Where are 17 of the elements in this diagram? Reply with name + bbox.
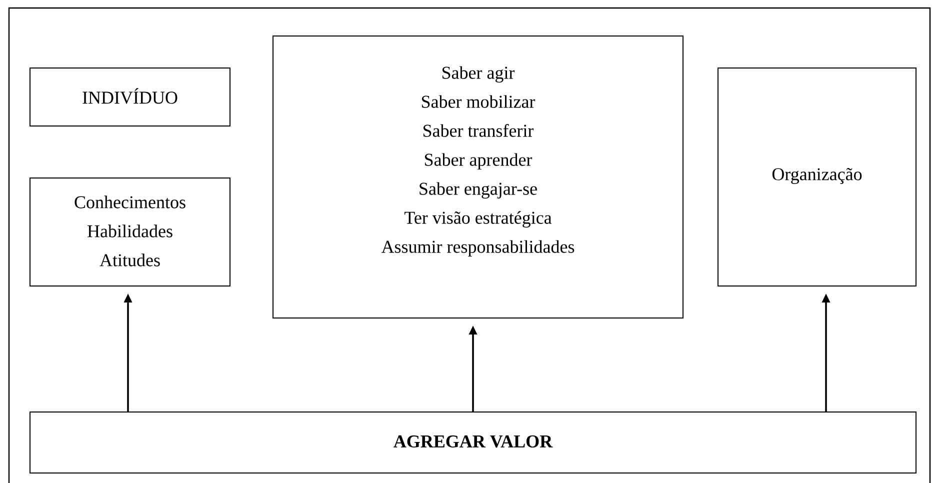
box-text: Saber agir Saber mobilizar Saber transferir Saber aprender Saber engajar-se Ter visão estratégica Assumir responsabilidades	[381, 66, 574, 257]
box-text: Conhecimentos Habilidades Atitudes	[74, 196, 186, 266]
process-box	[30, 412, 916, 474]
process-box	[30, 68, 230, 126]
box-text: AGREGAR VALOR	[394, 435, 553, 448]
node-label: Saber agir	[442, 66, 515, 83]
box-text: Organização	[772, 168, 862, 184]
node-label: Ter visão estratégica	[404, 211, 552, 228]
node-label: Saber aprender	[424, 153, 532, 170]
node-label: Saber mobilizar	[422, 95, 536, 108]
node-label: Saber transferir	[423, 124, 534, 137]
process-box	[272, 36, 684, 318]
process-box	[718, 68, 916, 286]
process-box	[30, 178, 230, 286]
node-label: Assumir responsabilidades	[381, 240, 574, 257]
box-text: INDIVÍDUO	[82, 88, 178, 104]
node-label: Saber engajar-se	[420, 182, 537, 199]
